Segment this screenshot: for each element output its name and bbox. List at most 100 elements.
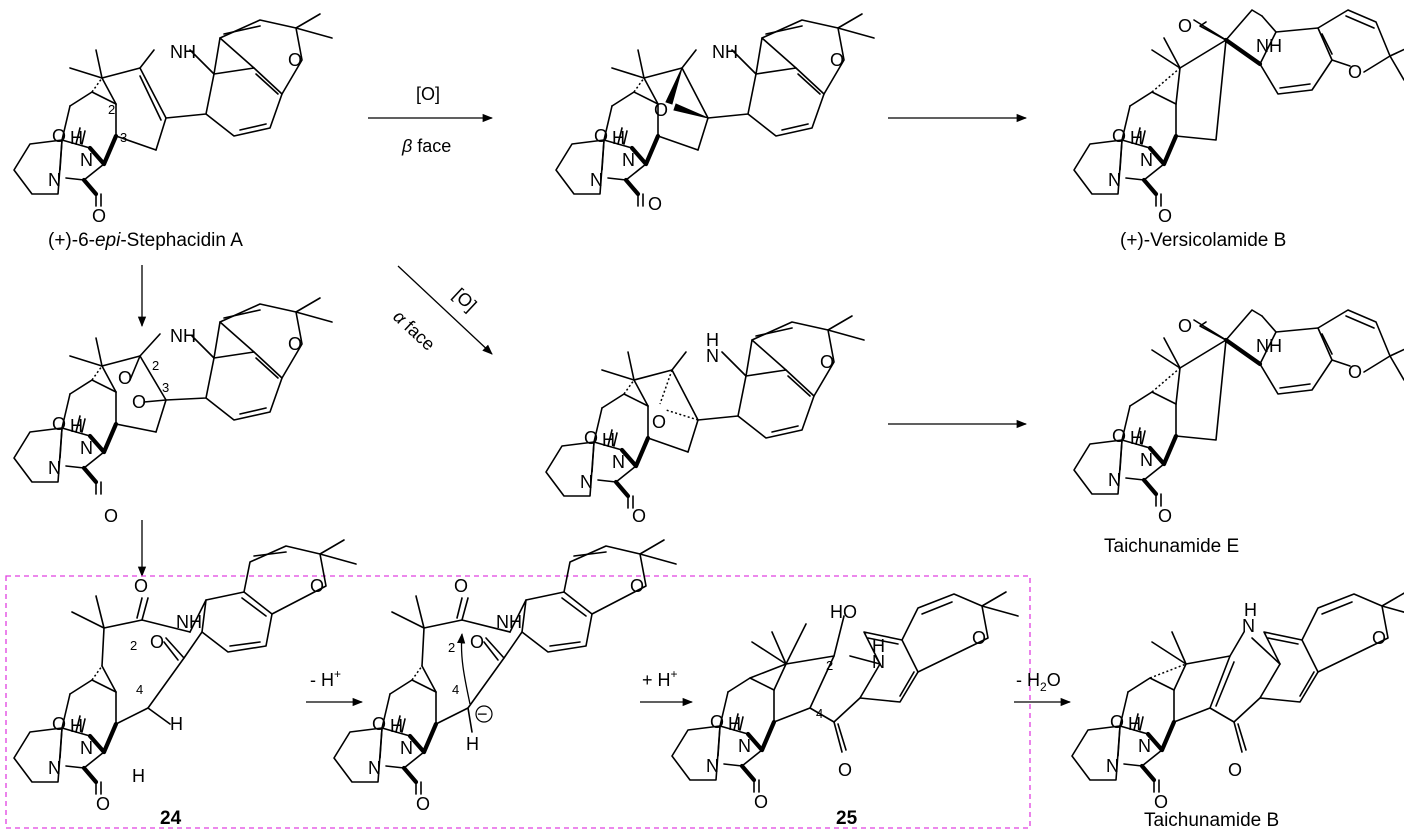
atom-O: O — [648, 194, 662, 214]
atom-O: O — [132, 392, 146, 412]
atom-H: H — [70, 716, 83, 736]
locant-4: 4 — [452, 682, 459, 697]
atom-NH: NH — [1256, 36, 1282, 56]
compound-epi-stephacidin-a: NH O O H N N O 2 3 — [14, 13, 333, 226]
atom-O: O — [1348, 362, 1362, 382]
atom-NH: NH — [496, 612, 522, 632]
atom-O: O — [288, 334, 302, 354]
atom-O: O — [1348, 62, 1362, 82]
atom-O: O — [820, 352, 834, 372]
atom-H: H — [1130, 428, 1143, 448]
arrow-condition-top: [O] — [449, 284, 480, 315]
atom-O: O — [754, 792, 768, 812]
atom-H: H — [1244, 600, 1257, 620]
atom-O: O — [838, 760, 852, 780]
atom-N: N — [1106, 756, 1119, 776]
atom-NH: NH — [712, 42, 738, 62]
atom-N: N — [400, 738, 413, 758]
atom-H: H — [390, 716, 403, 736]
atom-O: O — [372, 714, 386, 734]
atom-N: N — [1138, 736, 1151, 756]
atom-O: O — [594, 126, 608, 146]
atom-O: O — [92, 206, 106, 226]
atom-O: O — [1228, 760, 1242, 780]
atom-NH: NH — [1256, 336, 1282, 356]
atom-N: N — [872, 652, 885, 672]
atom-N: N — [738, 736, 751, 756]
atom-O: O — [470, 632, 484, 652]
compound-24: O NH O O H H 4 2 O H N N O — [14, 539, 357, 814]
compound-enolate: − O NH O O H 4 2 O H N N O — [334, 539, 677, 814]
atom-H: H — [70, 128, 83, 148]
atom-H: H — [1128, 714, 1141, 734]
compound-25: HO N H O O 2 4 O H N N O — [672, 591, 1019, 812]
atom-O: O — [1112, 426, 1126, 446]
compound-label-taichunamide-e: Taichunamide E — [1104, 536, 1239, 557]
atom-H: H — [70, 416, 83, 436]
arrow-condition-top: [O] — [416, 84, 440, 104]
atom-O: O — [416, 794, 430, 814]
locant-2: 2 — [826, 658, 833, 673]
compound-label-25: 25 — [836, 808, 858, 829]
compound-dioxetane: NH O O O 2 3 O H N N O — [14, 297, 333, 526]
atom-N: N — [48, 170, 61, 190]
atom-NH: NH — [170, 326, 196, 346]
atom-epoxide-O: O — [654, 100, 668, 120]
atom-N: N — [80, 738, 93, 758]
atom-O: O — [150, 632, 164, 652]
atom-O: O — [1372, 628, 1386, 648]
atom-H: H — [728, 714, 741, 734]
locant-2: 2 — [130, 638, 137, 653]
atom-O: O — [584, 428, 598, 448]
arrow-condition-bottom: α face — [389, 306, 439, 354]
atom-N: N — [1140, 150, 1153, 170]
atom-O: O — [1158, 206, 1172, 226]
atom-H: H — [706, 330, 719, 350]
atom-O: O — [630, 576, 644, 596]
compound-alpha-epoxide: N H O O O H N N O — [546, 315, 865, 526]
arrow-condition-deprotonation: - H+ — [310, 667, 341, 690]
atom-N: N — [1108, 170, 1121, 190]
atom-H: H — [170, 714, 183, 734]
atom-N: N — [48, 758, 61, 778]
atom-N: N — [48, 458, 61, 478]
atom-O: O — [52, 714, 66, 734]
compound-taichunamide-b: N H O O O H N N O — [1072, 592, 1404, 812]
compound-label-versicolamide-b: (+)-Versicolamide B — [1120, 230, 1286, 251]
atom-N: N — [590, 170, 603, 190]
highlight-box — [5, 575, 1031, 829]
atom-N: N — [1108, 470, 1121, 490]
atom-O: O — [118, 368, 132, 388]
atom-O: O — [52, 126, 66, 146]
arrow-condition-protonation: + H+ — [642, 667, 678, 690]
atom-O: O — [1178, 16, 1192, 36]
atom-NH: NH — [170, 42, 196, 62]
locant-2: 2 — [108, 102, 115, 117]
atom-O: O — [1110, 712, 1124, 732]
atom-O: O — [1154, 792, 1168, 812]
atom-O: O — [288, 50, 302, 70]
atom-N: N — [368, 758, 381, 778]
atom-O: O — [1158, 506, 1172, 526]
atom-O: O — [104, 506, 118, 526]
atom-H: H — [872, 636, 885, 656]
atom-N: N — [1242, 616, 1255, 636]
atom-H: H — [612, 128, 625, 148]
atom-O: O — [710, 712, 724, 732]
atom-H: H — [1130, 128, 1143, 148]
arrow-condition-dehydration: - H2O — [1016, 670, 1061, 694]
locant-2: 2 — [448, 640, 455, 655]
charge-minus: − — [477, 704, 488, 724]
atom-O: O — [96, 794, 110, 814]
compound-label-taichunamide-b: Taichunamide B — [1144, 810, 1279, 831]
atom-O: O — [830, 50, 844, 70]
atom-H: H — [466, 734, 479, 754]
atom-O: O — [52, 414, 66, 434]
locant-4: 4 — [136, 682, 143, 697]
atom-HO: HO — [830, 602, 857, 622]
arrow-alpha-oxidation — [397, 265, 493, 355]
atom-N: N — [622, 150, 635, 170]
atom-N: N — [1140, 450, 1153, 470]
locant-4: 4 — [816, 706, 823, 721]
